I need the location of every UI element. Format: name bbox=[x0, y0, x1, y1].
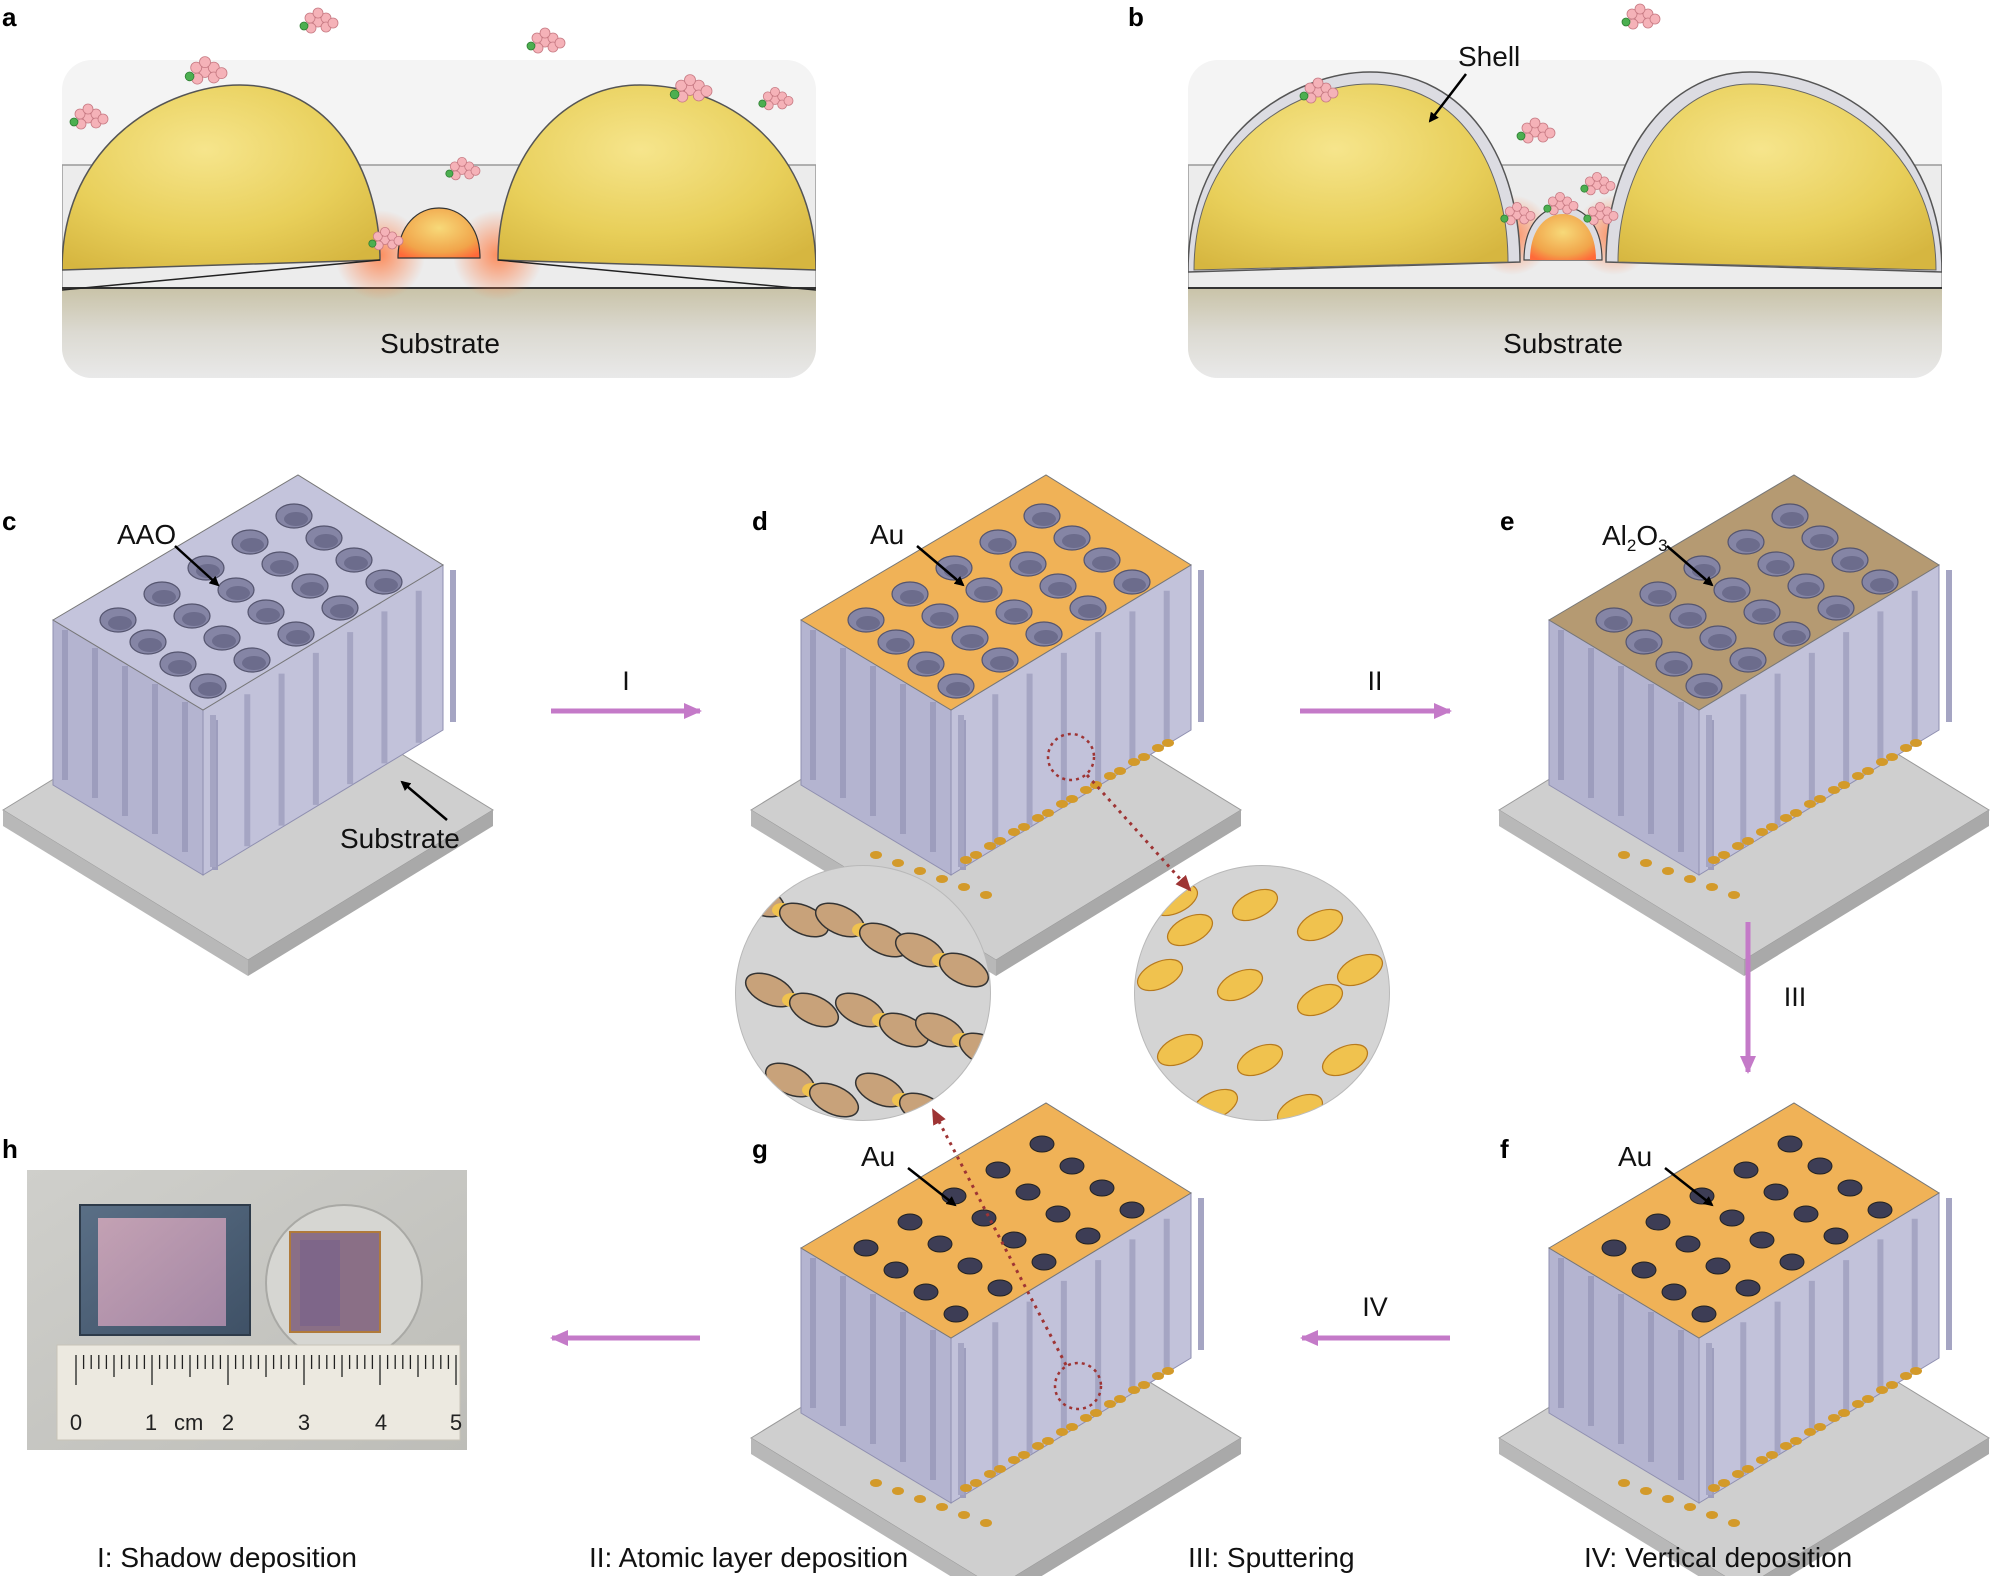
molecule-icon bbox=[1516, 117, 1556, 144]
plasmonic-film bbox=[98, 1218, 226, 1326]
nanoparticle bbox=[1166, 913, 1214, 947]
nanoparticle bbox=[1336, 953, 1384, 987]
ruler-unit: cm bbox=[174, 1410, 203, 1435]
panel-c-substrate-label: Substrate bbox=[340, 823, 460, 854]
panel-c-aao-template bbox=[2, 474, 494, 976]
nanoparticle-dimer bbox=[894, 932, 990, 988]
panel-e-ald-coated-block bbox=[1498, 474, 1990, 976]
zoom-connector-arrow bbox=[1085, 773, 1192, 892]
panel-b-label: b bbox=[1128, 2, 1144, 32]
panel-c-label: c bbox=[2, 506, 16, 536]
large-gold-dome-right bbox=[497, 84, 816, 271]
ruler-mark-0: 0 bbox=[70, 1410, 82, 1435]
panel-f-sputtered-block bbox=[1498, 1102, 1990, 1576]
panel-h-photo: 0 1 cm 2 3 4 5 bbox=[27, 1170, 467, 1450]
molecule-icon bbox=[1583, 201, 1619, 226]
large-gold-dome-left bbox=[62, 84, 381, 271]
molecule-icon bbox=[669, 74, 713, 103]
panel-a-substrate-label: Substrate bbox=[380, 328, 500, 359]
legend-step-iii: III: Sputtering bbox=[1188, 1542, 1355, 1573]
analyte-molecules bbox=[69, 7, 794, 251]
ruler-mark-1: 1 bbox=[145, 1410, 157, 1435]
step-ii-label: II bbox=[1367, 666, 1382, 696]
molecule-icon bbox=[368, 226, 404, 251]
substrate-pointer-arrow bbox=[400, 780, 448, 821]
panel-f-label: f bbox=[1500, 1134, 1509, 1164]
step-iv-label: IV bbox=[1362, 1292, 1388, 1322]
panel-f-au-label: Au bbox=[1618, 1141, 1652, 1172]
shell-pointer-arrow bbox=[1428, 73, 1467, 123]
panel-e-label: e bbox=[1500, 506, 1514, 536]
nanoparticle bbox=[1231, 888, 1279, 922]
nanoparticle bbox=[1296, 983, 1344, 1017]
molecule-icon bbox=[758, 87, 794, 111]
molecule-icon bbox=[526, 27, 566, 54]
aao-label: AAO bbox=[117, 519, 176, 550]
molecule-icon bbox=[69, 103, 109, 130]
panel-g-au-label: Au bbox=[861, 1141, 895, 1172]
panel-g-final-block bbox=[750, 1102, 1242, 1576]
molecule-icon bbox=[1580, 171, 1616, 196]
ruler-mark-3: 3 bbox=[298, 1410, 310, 1435]
shell-label: Shell bbox=[1458, 41, 1520, 72]
ruler-mark-4: 4 bbox=[375, 1410, 387, 1435]
au-pointer-arrow bbox=[916, 545, 965, 587]
panel-d-au-label: Au bbox=[870, 519, 904, 550]
molecule-icon bbox=[1299, 77, 1339, 104]
legend-step-ii: II: Atomic layer deposition bbox=[589, 1542, 908, 1573]
legend-step-iv: IV: Vertical deposition bbox=[1584, 1542, 1852, 1573]
analyte-molecules bbox=[1299, 3, 1661, 226]
molecule-icon bbox=[299, 7, 339, 34]
zoom-region-marker bbox=[1053, 1361, 1103, 1411]
zoom-inset-dimer bbox=[735, 865, 991, 1121]
molecule-icon bbox=[184, 56, 228, 85]
molecule-icon bbox=[1621, 3, 1661, 30]
au-pointer-arrow bbox=[1664, 1167, 1714, 1207]
nanoparticle-dimer bbox=[814, 902, 910, 958]
large-gold-dome-left bbox=[1193, 83, 1509, 271]
au-pointer-arrow bbox=[907, 1167, 957, 1207]
zoom-region-marker bbox=[1046, 732, 1096, 782]
step-iii-label: III bbox=[1784, 982, 1807, 1012]
small-gold-dome bbox=[1530, 214, 1596, 260]
ruler-mark-5: 5 bbox=[450, 1410, 462, 1435]
nanoparticle bbox=[1156, 1033, 1204, 1067]
panel-d-label: d bbox=[752, 506, 768, 536]
large-gold-dome-right bbox=[1617, 83, 1937, 271]
nanoparticle-dimer bbox=[744, 972, 840, 1028]
panel-a: a Substrate bbox=[2, 2, 816, 378]
small-gold-dome bbox=[397, 207, 481, 259]
molecule-icon bbox=[1500, 201, 1536, 226]
legend-step-i: I: Shadow deposition bbox=[97, 1542, 357, 1573]
panel-b-scene: Substrate bbox=[1188, 60, 1942, 378]
alumina-pointer-arrow bbox=[1666, 545, 1714, 587]
step-i-label: I bbox=[622, 666, 630, 696]
ruler-mark-2: 2 bbox=[222, 1410, 234, 1435]
panel-e-alumina-label: Al2O3 bbox=[1602, 520, 1668, 555]
aao-pointer-arrow bbox=[174, 545, 220, 587]
nanoparticle bbox=[1296, 908, 1344, 942]
panel-b-substrate-label: Substrate bbox=[1503, 328, 1623, 359]
nanoparticle bbox=[1216, 968, 1264, 1002]
panel-b: b Substrate Shell bbox=[1128, 2, 1942, 378]
panel-a-scene: Substrate bbox=[62, 60, 816, 378]
panel-g-label: g bbox=[752, 1134, 768, 1164]
panel-a-label: a bbox=[2, 2, 17, 32]
nanoparticle bbox=[1136, 958, 1184, 992]
molecule-icon bbox=[1543, 191, 1579, 216]
nanoparticle bbox=[1321, 1043, 1369, 1077]
nanoparticle bbox=[1236, 1043, 1284, 1077]
panel-h-label: h bbox=[2, 1134, 18, 1164]
zoom-inset-monomer bbox=[1134, 865, 1390, 1121]
molecule-icon bbox=[445, 156, 481, 181]
